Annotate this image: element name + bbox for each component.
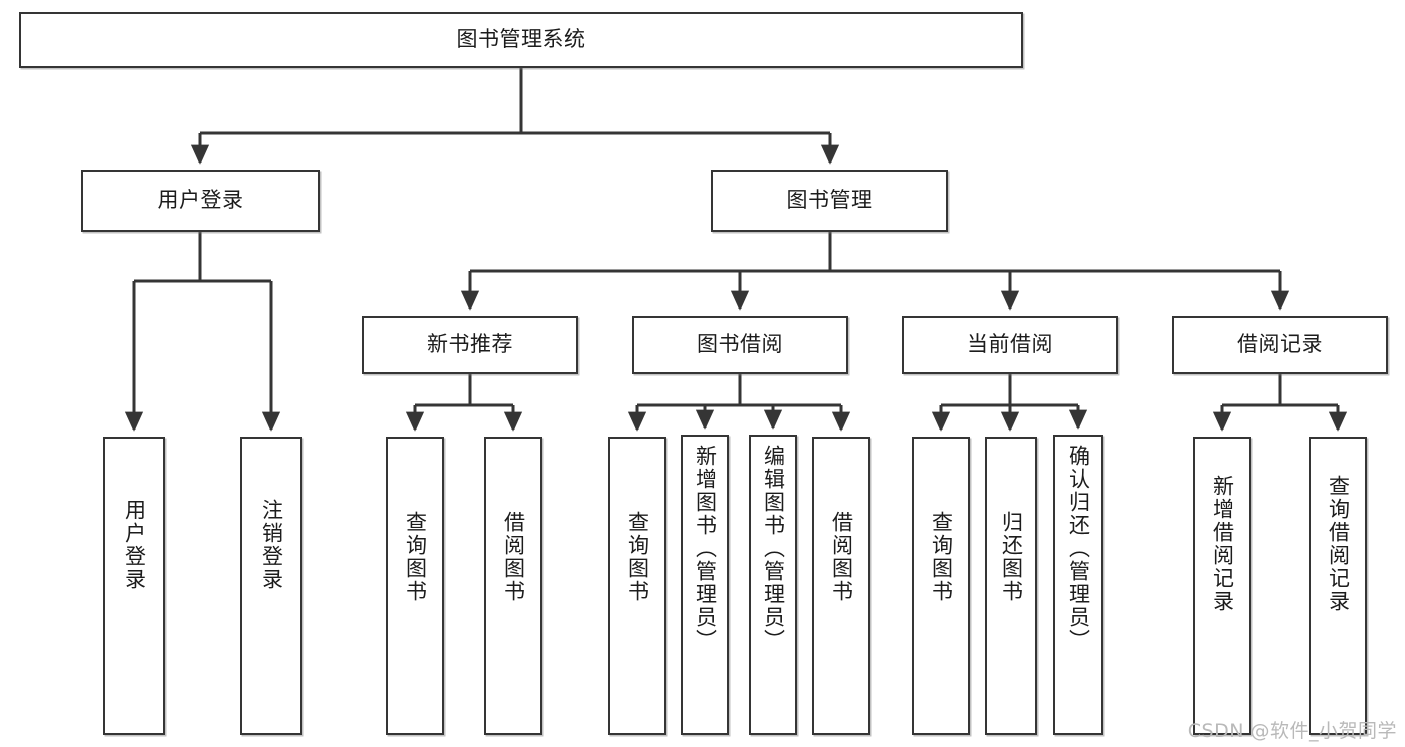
node-book-manage[interactable]: 图书管理 bbox=[711, 170, 948, 232]
node-new-book-recommend-label: 新书推荐 bbox=[427, 332, 513, 357]
node-leaf-add-book[interactable]: 新增图书（管理员） bbox=[681, 435, 729, 735]
node-leaf-add-book-label: 新增图书（管理员） bbox=[693, 445, 718, 652]
node-leaf-query-record[interactable]: 查询借阅记录 bbox=[1309, 437, 1367, 735]
node-user-login[interactable]: 用户登录 bbox=[81, 170, 320, 232]
node-root-label: 图书管理系统 bbox=[456, 27, 586, 52]
node-leaf-user-login-label: 用户登录 bbox=[122, 499, 147, 591]
node-leaf-confirm-return-label: 确认归还（管理员） bbox=[1066, 445, 1091, 652]
node-current-borrow[interactable]: 当前借阅 bbox=[902, 316, 1118, 374]
node-leaf-borrow-book-2-label: 借阅图书 bbox=[829, 511, 854, 603]
node-leaf-return-book-label: 归还图书 bbox=[999, 511, 1024, 603]
node-book-borrow-label: 图书借阅 bbox=[697, 332, 783, 357]
csdn-watermark: CSDN @软件_小贺同学 bbox=[1187, 720, 1397, 742]
node-book-borrow[interactable]: 图书借阅 bbox=[632, 316, 848, 374]
node-leaf-user-logout[interactable]: 注销登录 bbox=[240, 437, 302, 735]
node-leaf-return-book[interactable]: 归还图书 bbox=[985, 437, 1037, 735]
node-borrow-record[interactable]: 借阅记录 bbox=[1172, 316, 1388, 374]
node-leaf-query-record-label: 查询借阅记录 bbox=[1326, 475, 1351, 613]
node-leaf-query-book-1[interactable]: 查询图书 bbox=[386, 437, 444, 735]
node-root[interactable]: 图书管理系统 bbox=[19, 12, 1023, 68]
node-leaf-borrow-book-1-label: 借阅图书 bbox=[501, 511, 526, 603]
node-leaf-edit-book[interactable]: 编辑图书（管理员） bbox=[749, 435, 797, 735]
node-user-login-label: 用户登录 bbox=[157, 188, 244, 213]
node-leaf-add-record[interactable]: 新增借阅记录 bbox=[1193, 437, 1251, 735]
node-leaf-query-book-3-label: 查询图书 bbox=[929, 511, 954, 603]
node-leaf-query-book-3[interactable]: 查询图书 bbox=[912, 437, 970, 735]
node-leaf-query-book-2-label: 查询图书 bbox=[625, 511, 650, 603]
node-leaf-user-logout-label: 注销登录 bbox=[259, 499, 284, 591]
node-borrow-record-label: 借阅记录 bbox=[1237, 332, 1323, 357]
node-leaf-edit-book-label: 编辑图书（管理员） bbox=[761, 445, 786, 652]
node-leaf-add-record-label: 新增借阅记录 bbox=[1210, 475, 1235, 613]
node-leaf-query-book-1-label: 查询图书 bbox=[403, 511, 428, 603]
node-leaf-borrow-book-2[interactable]: 借阅图书 bbox=[812, 437, 870, 735]
node-current-borrow-label: 当前借阅 bbox=[967, 332, 1053, 357]
node-new-book-recommend[interactable]: 新书推荐 bbox=[362, 316, 578, 374]
node-leaf-query-book-2[interactable]: 查询图书 bbox=[608, 437, 666, 735]
node-leaf-user-login[interactable]: 用户登录 bbox=[103, 437, 165, 735]
node-leaf-confirm-return[interactable]: 确认归还（管理员） bbox=[1053, 435, 1103, 735]
node-leaf-borrow-book-1[interactable]: 借阅图书 bbox=[484, 437, 542, 735]
node-book-manage-label: 图书管理 bbox=[786, 188, 873, 213]
